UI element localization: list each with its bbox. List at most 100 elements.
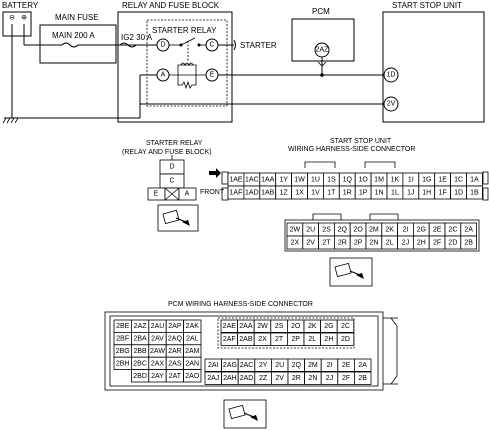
svg-text:2V: 2V — [387, 101, 396, 108]
pin-label: 2AR — [168, 348, 182, 355]
pin-label: 2AD — [240, 375, 254, 382]
pin-label: 1I — [408, 177, 414, 184]
pcm-pin-cell: 2AZ — [130, 319, 150, 333]
pcm-pin-cell: 2G — [320, 319, 338, 333]
svg-text:C: C — [169, 178, 174, 185]
pin-label: 2K — [385, 227, 394, 234]
pin-label: 2A — [464, 227, 473, 234]
pcm-pin-cell: 2L — [303, 332, 322, 346]
ssu-pin-cell: 1F — [434, 185, 452, 200]
pin-label: 1AD — [245, 190, 259, 197]
pin-label: 2C — [448, 227, 457, 234]
relay-block-title: RELAY AND FUSE BLOCK — [122, 1, 220, 10]
pcm-pin-cell: 2B — [353, 371, 372, 385]
ssu-pin-cell: 1S — [322, 172, 340, 187]
pcm-pin-cell: 2BE — [113, 319, 132, 333]
pin-label: 2P — [354, 240, 363, 247]
ssu-plug-icon-frame — [329, 257, 373, 287]
pin-label: 2F — [433, 240, 441, 247]
ssu-pin-cell: 1N — [370, 185, 388, 200]
pcm-pin-cell: 2AF — [220, 332, 239, 346]
pcm-pin-cell: 2AX — [148, 356, 167, 371]
pcm-pin-cell: 2V — [270, 371, 289, 385]
pin-label: 2N — [369, 240, 378, 247]
ssu-pin-cell: 1Y — [275, 172, 293, 187]
pin-label: 1AC — [245, 177, 259, 184]
pin-label: 2Z — [259, 375, 268, 382]
pin-label: 1F — [439, 190, 447, 197]
pin-label: 2O — [291, 323, 301, 330]
pcm-pin-cell: 2BC — [130, 356, 150, 371]
pcm-pin-cell: 2AE — [220, 319, 239, 333]
pin-label: 2S — [322, 227, 331, 234]
ssu-pin-cell: 2U — [302, 222, 319, 237]
pcm-pin-cell: 2R — [287, 371, 306, 385]
pin-label: 2R — [292, 375, 301, 382]
pin-label: 1W — [294, 177, 305, 184]
pin-label: 2G — [417, 227, 426, 234]
ig2-fuse-label: IG2 30 A — [121, 33, 153, 42]
ssu-pin-cell: 1M — [370, 172, 388, 187]
pin-label: 2AS — [168, 360, 182, 367]
ssu-pin-cell: 2X — [286, 235, 304, 250]
pin-label: 2BG — [116, 348, 130, 355]
pin-label: 2B — [464, 240, 473, 247]
pin-label: 1S — [327, 177, 336, 184]
ssu-pin-cell: 1T — [322, 185, 340, 200]
pcm-pin-cell: 2AW — [148, 344, 167, 358]
battery-minus-terminal: ⊖ — [9, 15, 15, 22]
ssu-pin-cell: 2I — [397, 222, 414, 237]
ssu-pin-cell: 1Q — [338, 172, 356, 187]
pcm-pin-cell: 2M — [304, 358, 322, 372]
ssu-pin-cell: 2N — [365, 235, 383, 250]
pcm-pin-cell: 2AL — [183, 331, 202, 346]
pin-label: 1AB — [261, 190, 275, 197]
relay-connector-face: D C E A — [147, 155, 197, 201]
pcm-pin-cell: 2AR — [165, 344, 184, 358]
pin-label: 2H — [417, 240, 426, 247]
pcm-pin-cell: 2Z — [254, 371, 272, 385]
svg-text:C: C — [209, 42, 214, 49]
ssu-pin-cell: 1G — [418, 172, 436, 187]
ssu-pin-cell: 1A — [466, 172, 483, 187]
front-arrow-icon — [209, 168, 221, 178]
pin-label: 2AL — [186, 336, 199, 343]
ssu-connector-title-2: WIRING HARNESS-SIDE CONNECTOR — [288, 146, 415, 153]
pin-label: 2E — [342, 362, 351, 369]
pin-label: 2W — [257, 323, 268, 330]
pin-label: 2AP — [168, 323, 182, 330]
starter-relay-title: STARTER RELAY — [152, 26, 217, 35]
pin-label: 2D — [341, 336, 350, 343]
pcm-connector-title: PCM WIRING HARNESS-SIDE CONNECTOR — [168, 301, 313, 308]
pcm-box — [291, 18, 355, 62]
ssu-pin-cell: 2G — [412, 222, 430, 237]
pin-label: 2AU — [151, 323, 165, 330]
pcm-pin-cell: 2F — [337, 371, 355, 385]
pin-label: 2AM — [185, 348, 200, 355]
ssu-pin-cell: 1D — [450, 185, 467, 200]
pin-label: 2AI — [208, 362, 219, 369]
ssu-pin-cell: 1L — [386, 185, 404, 200]
svg-text:D: D — [160, 42, 165, 49]
pcm-pin-cell: 2W — [253, 319, 272, 333]
pcm-pin-cell: 2C — [336, 319, 355, 333]
svg-text:A: A — [185, 191, 190, 198]
pcm-pin-cell: 2AG — [221, 358, 239, 372]
ssu-title: START STOP UNIT — [392, 1, 462, 10]
pin-label: 1R — [343, 190, 352, 197]
pin-label: 2BF — [116, 336, 129, 343]
pin-label: 1B — [470, 190, 479, 197]
pin-label: 2U — [306, 227, 315, 234]
pin-label: 2T — [275, 336, 284, 343]
battery-plus-terminal: ⊕ — [21, 15, 27, 22]
ssu-connector-title-1: START STOP UNIT — [330, 138, 392, 145]
pcm-pin-cell: 2AO — [183, 369, 202, 383]
ssu-pin-cell: 2W — [286, 222, 304, 237]
ssu-pin-cell: 2L — [381, 235, 398, 250]
pin-label: 2W — [290, 227, 301, 234]
pin-label: 1T — [327, 190, 336, 197]
pin-label: 2L — [386, 240, 394, 247]
